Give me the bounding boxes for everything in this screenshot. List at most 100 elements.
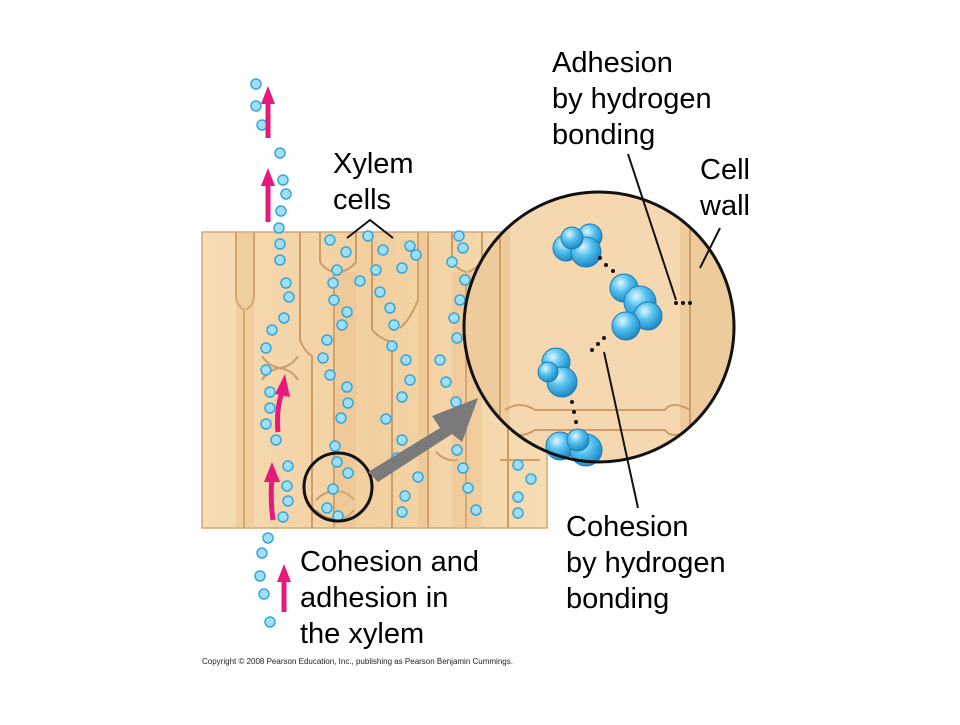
caption: Cohesion and adhesion in the xylem [300,546,479,650]
water-molecule [282,495,294,507]
water-molecule [321,334,333,346]
water-molecule [331,456,343,468]
flow-arrow [264,462,280,521]
water-molecule [457,242,469,254]
water-molecule [327,277,339,289]
water-molecule [329,440,341,452]
water-molecule [258,588,270,600]
water-molecule [453,230,465,242]
water-molecule [512,491,524,503]
water-molecule [340,246,352,258]
water-molecule [262,532,274,544]
water-molecule [266,324,278,336]
water-molecule [280,188,292,200]
cohesion-leader [603,351,639,509]
water-molecule [388,319,400,331]
water-molecule [342,467,354,479]
hydrogen-bond-dots [570,256,692,424]
water-molecule-large [537,347,578,398]
flow-arrow [261,86,275,138]
adhesion-leader [627,153,677,301]
water-molecule [457,462,469,474]
water-molecule-large [609,273,663,341]
leader-lines [346,153,721,509]
water-molecule [512,459,524,471]
water-molecule [336,319,348,331]
magnify-pointer-arrow [368,398,478,482]
water-molecule-large [545,428,603,467]
water-molecule [274,254,286,266]
water-molecule [254,570,266,582]
water-molecule [281,480,293,492]
water-molecule [250,78,262,90]
water-molecule [277,511,289,523]
water-molecule [264,402,276,414]
water-molecule [451,444,463,456]
water-molecule [399,490,411,502]
water-molecule [324,234,336,246]
water-molecule [451,332,463,344]
label-xylem-cells: Xylem cells [333,148,414,216]
water-molecule [260,418,272,430]
water-molecule [335,412,347,424]
water-molecule [400,354,412,366]
water-molecule [512,507,524,519]
water-molecule [260,342,272,354]
water-molecule [370,264,382,276]
water-molecule [396,391,408,403]
water-molecule [404,240,416,252]
water-molecule [380,413,392,425]
water-molecule [317,352,329,364]
water-molecule [341,381,353,393]
water-molecule [250,100,262,112]
water-molecule [410,249,422,261]
water-molecule [278,312,290,324]
water-molecule [274,238,286,250]
water-molecule [354,275,366,287]
water-molecule [264,386,276,398]
water-molecule [404,374,416,386]
water-molecule [280,277,292,289]
water-molecule [328,294,340,306]
water-molecule [386,340,398,352]
water-molecule [270,434,282,446]
water-molecule-large [552,223,603,268]
flow-arrow [275,374,290,433]
water-molecule [434,354,446,366]
water-molecule [440,376,452,388]
water-molecule [470,504,482,516]
water-molecule [264,616,276,628]
water-molecule [342,397,354,409]
cell-wall-leader [699,227,721,269]
water-molecule [396,434,408,446]
label-cohesion: Cohesion by hydrogen bonding [566,511,726,615]
water-molecule [448,312,460,324]
water-molecule [341,306,353,318]
flow-arrow [277,564,291,612]
water-molecule [396,262,408,274]
water-molecule [454,294,466,306]
water-molecule [283,291,295,303]
water-molecule [446,256,458,268]
water-molecule [412,471,424,483]
water-molecule [260,364,272,376]
water-molecule [275,205,287,217]
magnified-region-marker [302,451,374,523]
flow-arrow [261,168,275,222]
water-molecule [374,286,386,298]
water-molecule [274,147,286,159]
water-molecule [462,482,474,494]
water-molecule [384,302,396,314]
water-molecule [525,473,537,485]
water-molecule [396,506,408,518]
water-molecule [277,174,289,186]
water-molecule [331,264,343,276]
water-molecule [321,502,333,514]
water-molecule [459,274,471,286]
water-molecules-large [537,223,663,467]
xylem-cells-bracket [346,218,394,239]
water-molecule [256,547,268,559]
water-flow-arrows [261,86,291,612]
